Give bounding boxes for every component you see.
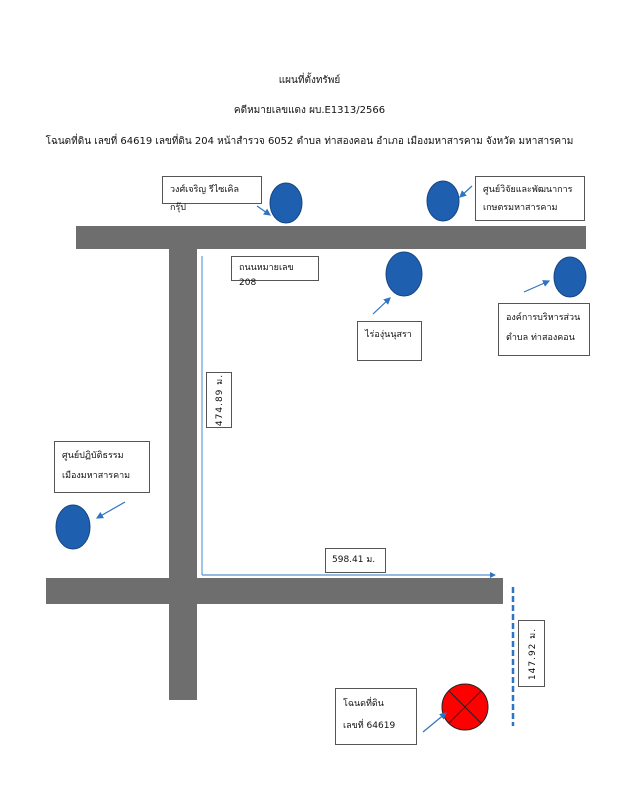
case-number: คดีหมายเลขแดง ผบ.E1313/2566 [233, 105, 386, 116]
arrow-dharma-center [95, 501, 126, 519]
deed-info: โฉนดที่ดิน เลขที่ 64619 เลขที่ดิน 204 หน… [45, 136, 574, 147]
label-property: โฉนดที่ดิน เลขที่ 64619 [335, 688, 417, 745]
road-top [76, 226, 586, 249]
label-research-center: ศูนย์วิจัยและพัฒนาการ เกษตรมหาสารคาม [475, 176, 585, 221]
label-line: โฉนดที่ดิน [343, 699, 384, 709]
label-road: ถนนหมายเลข 208 [231, 256, 319, 288]
arrow-sao [523, 280, 551, 293]
property-marker-icon [441, 683, 489, 731]
label-line: เกษตรมหาสารคาม [483, 203, 558, 213]
label-wongcharoen: วงศ์เจริญ รีไซเคิล กรุ๊ป [162, 176, 262, 213]
road-bottom [46, 578, 503, 604]
distance-label-horizontal: 598.41 ม. [325, 548, 386, 573]
label-line: ศูนย์ปฏิบัติธรรม [62, 451, 124, 461]
pointer-arrows [95, 185, 551, 733]
label-vineyard: ไร่องุ่นนุสรา [357, 321, 422, 361]
arrow-property [422, 712, 447, 733]
arrow-research-center [459, 185, 473, 198]
landmark-marker-wongcharoen [269, 182, 303, 224]
distance-text: 474.89 ม. [215, 373, 225, 427]
distance-label-final: 147.92 ม. [518, 620, 545, 687]
landmark-marker-sao [553, 256, 587, 298]
label-dharma-center: ศูนย์ปฏิบัติธรรม เมืองมหาสารคาม [54, 441, 150, 493]
arrow-wongcharoen [256, 205, 271, 216]
landmark-marker-vineyard [385, 251, 423, 297]
label-sao: องค์การบริหารส่วน ตำบล ท่าสองคอน [498, 303, 590, 356]
road-vertical [169, 249, 197, 700]
distance-label-vertical: 474.89 ม. [206, 372, 232, 428]
label-line: องค์การบริหารส่วน [506, 313, 581, 323]
landmark-marker-dharma-center [55, 504, 91, 550]
label-line: ศูนย์วิจัยและพัฒนาการ [483, 185, 573, 195]
map-title: แผนที่ตั้งทรัพย์ [278, 75, 341, 86]
label-line: เลขที่ 64619 [343, 721, 396, 731]
label-line: ตำบล ท่าสองคอน [506, 333, 575, 343]
label-line: เมืองมหาสารคาม [62, 471, 131, 481]
distance-text: 147.92 ม. [527, 627, 538, 680]
arrow-vineyard [372, 297, 391, 315]
landmark-marker-research-center [426, 180, 460, 222]
